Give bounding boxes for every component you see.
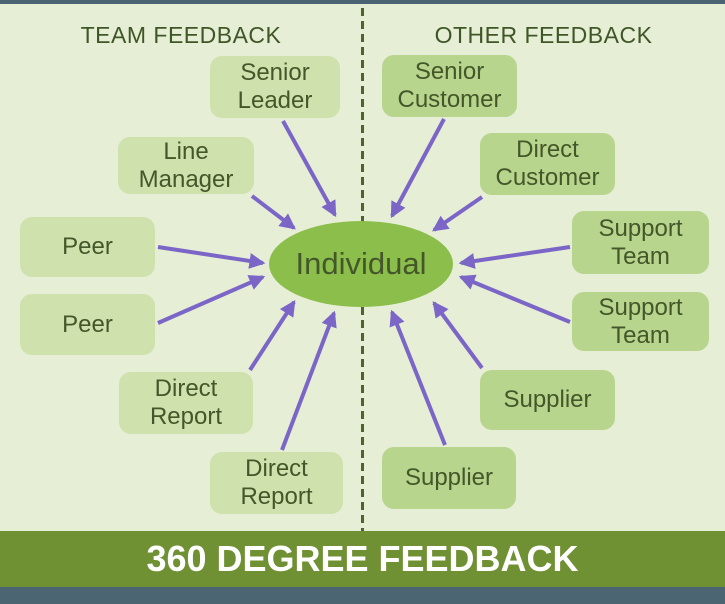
- node-supplier-2: Supplier: [382, 447, 516, 509]
- node-supplier-1: Supplier: [480, 370, 615, 430]
- node-direct-report-1: Direct Report: [119, 372, 253, 434]
- node-peer-1: Peer: [20, 217, 155, 277]
- arrow-peer-1: [157, 245, 266, 269]
- node-individual-center: Individual: [269, 221, 453, 307]
- node-support-team-1: Support Team: [572, 211, 709, 274]
- title-banner: 360 DEGREE FEEDBACK: [0, 531, 725, 587]
- node-line-manager: Line Manager: [118, 137, 254, 194]
- arrow-support-team-1: [458, 245, 571, 269]
- arrow-senior-leader: [281, 120, 337, 218]
- node-peer-2: Peer: [20, 294, 155, 355]
- arrow-line-manager: [250, 194, 296, 230]
- arrow-support-team-2: [458, 274, 571, 324]
- node-support-team-2: Support Team: [572, 292, 709, 351]
- team-feedback-heading: TEAM FEEDBACK: [80, 22, 282, 48]
- arrow-supplier-1: [432, 301, 484, 370]
- arrow-peer-2: [157, 275, 266, 325]
- node-direct-report-2: Direct Report: [210, 452, 343, 514]
- node-senior-leader: Senior Leader: [210, 56, 340, 118]
- arrow-direct-report-2: [280, 310, 337, 451]
- bottom-border-bar: [0, 587, 725, 604]
- arrow-direct-report-1: [248, 299, 296, 372]
- arrow-senior-customer: [390, 118, 446, 219]
- title-banner-text: 360 DEGREE FEEDBACK: [146, 538, 579, 579]
- other-feedback-heading: OTHER FEEDBACK: [434, 22, 653, 48]
- node-senior-customer: Senior Customer: [382, 55, 517, 117]
- arrow-supplier-2: [389, 309, 447, 446]
- top-border-bar: [0, 0, 725, 4]
- arrow-direct-customer: [432, 195, 484, 232]
- node-direct-customer: Direct Customer: [480, 133, 615, 195]
